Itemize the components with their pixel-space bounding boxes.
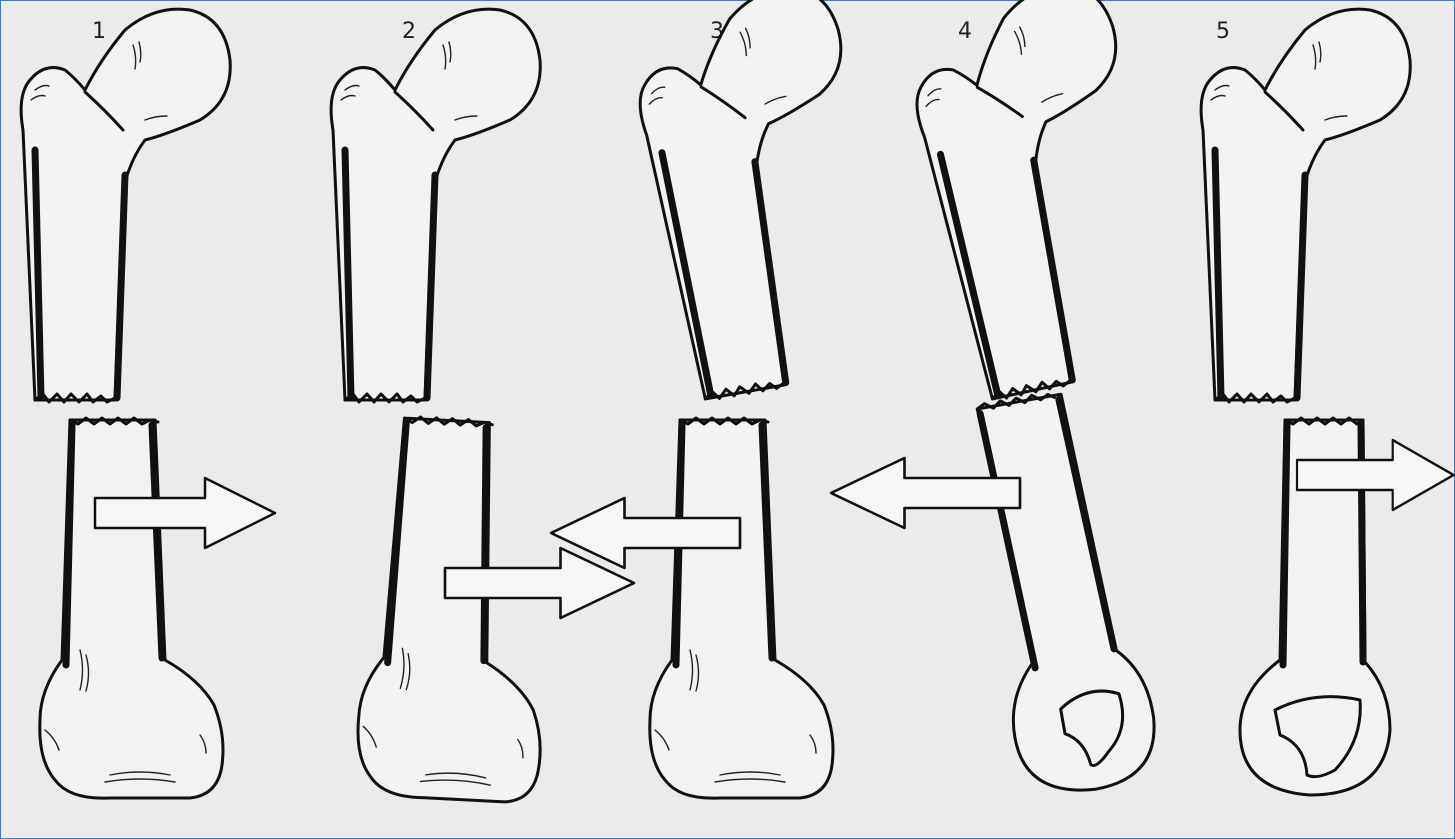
upper-fragment — [898, 0, 1184, 404]
upper-fragment — [1201, 9, 1410, 402]
upper-fragment — [624, 0, 898, 403]
panel-2 — [331, 9, 634, 804]
panel-3 — [551, 0, 898, 798]
lower-fragment — [355, 415, 558, 804]
upper-fragment — [331, 9, 540, 402]
panel-label-2: 2 — [402, 19, 416, 44]
upper-fragment — [21, 9, 230, 402]
panel-label-4: 4 — [958, 19, 972, 44]
panel-5 — [1201, 9, 1453, 795]
panel-1 — [21, 9, 275, 798]
lower-fragment — [650, 418, 833, 798]
lower-fragment — [40, 418, 223, 798]
lower-fragment — [957, 384, 1164, 801]
panel-label-5: 5 — [1216, 19, 1230, 44]
panel-4 — [831, 0, 1184, 801]
panel-label-1: 1 — [92, 19, 106, 44]
